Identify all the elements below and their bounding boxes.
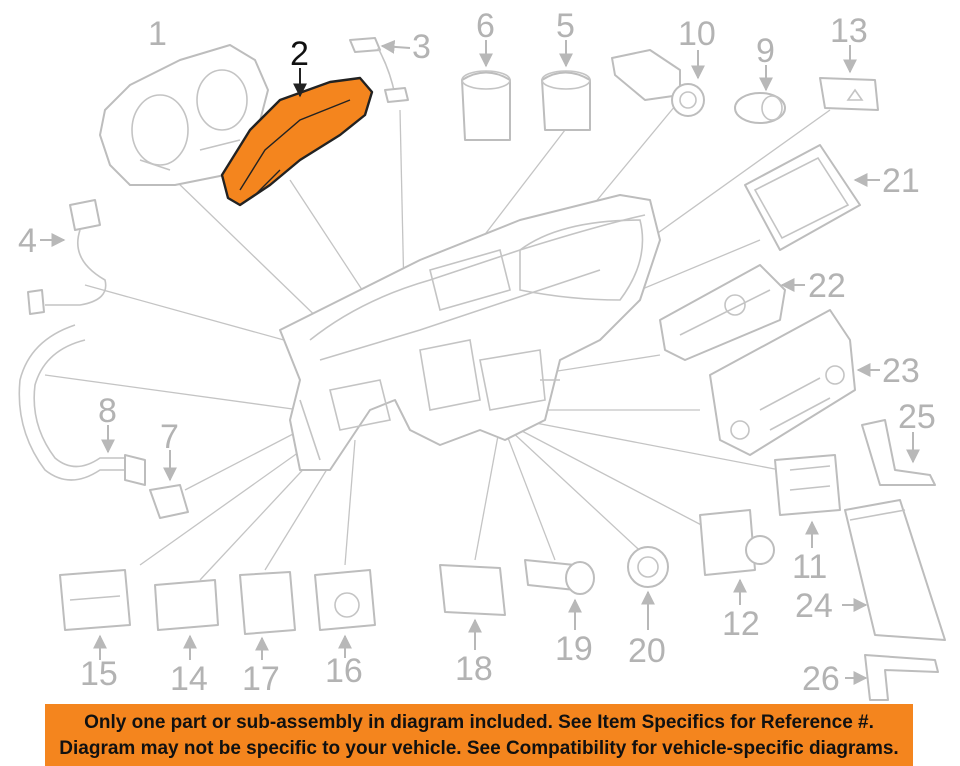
- part-22-control-panel: [659, 264, 805, 361]
- part-9-knob: [734, 65, 786, 124]
- part-15-switch: [59, 569, 131, 660]
- disclaimer-line-1: Only one part or sub-assembly in diagram…: [84, 712, 874, 733]
- part-24-module: [842, 499, 946, 641]
- part-26-bracket: [845, 654, 939, 701]
- callout-2: 2: [290, 35, 309, 73]
- callout-23: 23: [882, 352, 920, 390]
- callout-14: 14: [170, 660, 208, 698]
- callout-19: 19: [555, 630, 593, 668]
- callout-12: 12: [722, 605, 760, 643]
- disclaimer-banner: Only one part or sub-assembly in diagram…: [45, 704, 913, 766]
- callout-21: 21: [882, 162, 920, 200]
- callout-7: 7: [160, 418, 179, 456]
- callout-24: 24: [795, 587, 833, 625]
- callout-5: 5: [556, 7, 575, 45]
- part-21-display: [744, 144, 880, 251]
- part-3-harness: [349, 37, 411, 103]
- part-14-switch: [154, 579, 219, 660]
- callout-8: 8: [98, 392, 117, 430]
- part-25-bracket: [861, 419, 936, 486]
- part-19-power-outlet: [524, 559, 595, 630]
- part-2-meter-cover-highlighted: [220, 68, 374, 207]
- part-13-hazard-switch: [819, 45, 879, 111]
- part-17-switch: [239, 571, 296, 660]
- callout-1: 1: [148, 15, 167, 53]
- callout-18: 18: [455, 650, 493, 688]
- callout-3: 3: [412, 28, 431, 66]
- callout-17: 17: [242, 660, 280, 698]
- parts-diagram: 1 2 3 4 5 6 7 8 9 10 11 12 13 14 15 16 1…: [18, 7, 946, 701]
- part-23-control-panel: [709, 309, 880, 456]
- callout-4: 4: [18, 222, 37, 260]
- part-12-switch: [699, 509, 775, 605]
- instrument-panel-frame: [279, 194, 661, 471]
- part-18-switch: [439, 564, 506, 650]
- part-11-switch: [774, 454, 841, 548]
- callout-25: 25: [898, 398, 936, 436]
- part-8-hose: [18, 324, 146, 486]
- callout-6: 6: [476, 7, 495, 45]
- callout-20: 20: [628, 632, 666, 670]
- callout-11: 11: [792, 548, 827, 586]
- callout-9: 9: [756, 32, 775, 70]
- part-4-cable: [27, 199, 107, 315]
- callout-labels: 1 2 3 4 5 6 7 8 9 10 11 12 13 14 15 16 1…: [18, 7, 936, 698]
- part-20-socket: [627, 546, 669, 630]
- callout-26: 26: [802, 660, 840, 698]
- callout-13: 13: [830, 12, 868, 50]
- part-5-switch: [541, 40, 591, 131]
- callout-15: 15: [80, 655, 118, 693]
- part-6-switch: [461, 40, 511, 141]
- disclaimer-line-2: Diagram may not be specific to your vehi…: [59, 738, 899, 759]
- callout-16: 16: [325, 652, 363, 690]
- part-10-ignition-switch: [611, 49, 705, 117]
- part-16-switch: [314, 569, 376, 658]
- callout-10: 10: [678, 15, 716, 53]
- part-7-sensor: [149, 450, 189, 519]
- callout-22: 22: [808, 267, 846, 305]
